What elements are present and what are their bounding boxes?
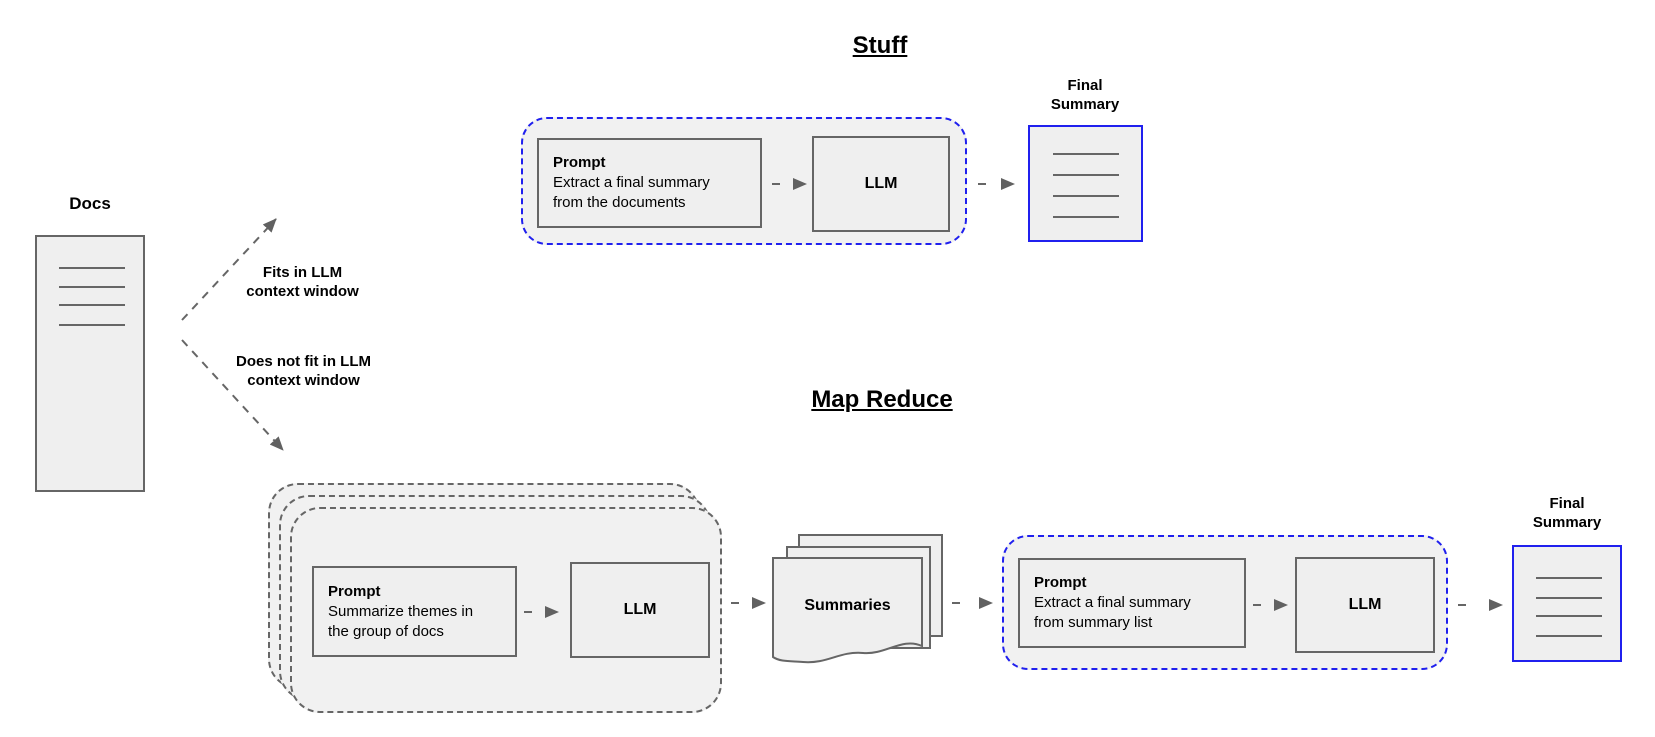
stuff-final-summary-label: Final Summary [1050,77,1120,113]
prompt-title: Prompt [328,582,381,600]
doc-text-line [1053,174,1119,176]
stuff-final-summary-document [1028,125,1143,242]
doc-text-line [1053,216,1119,218]
doc-text-line [59,286,125,288]
stuff-prompt-node: Prompt Extract a final summary from the … [537,138,762,228]
fits-branch-label: Fits in LLM context window [246,264,359,300]
docs-label: Docs [69,194,111,213]
prompt-title: Prompt [553,154,606,171]
prompt-body-line: from summary list [1034,614,1153,631]
doc-text-line [1536,635,1602,637]
reduce-final-summary-label: Final Summary [1532,495,1602,531]
overflow-branch-label: Does not fit in LLM context window [236,353,371,389]
stuff-llm-node: LLM [812,136,950,232]
reduce-prompt-node: Prompt Extract a final summary from summ… [1018,558,1246,648]
summaries-label: Summaries [804,596,891,614]
docs-document [35,235,145,492]
prompt-body-line: Summarize themes in [328,602,474,620]
doc-text-line [1053,195,1119,197]
doc-text-line [59,324,125,326]
doc-text-line [1536,615,1602,617]
doc-text-line [1536,577,1602,579]
map-prompt-node: Prompt Summarize themes in the group of … [312,566,517,657]
summaries-document-shape [772,557,923,664]
doc-text-line [59,304,125,306]
summaries-document-outline [772,557,923,664]
prompt-title: Prompt [1034,574,1087,591]
map-llm-node: LLM [570,562,710,658]
prompt-body-line: the group of docs [328,622,444,640]
prompt-body-line: Extract a final summary [1034,594,1191,611]
prompt-body-line: from the documents [553,194,686,211]
prompt-body-line: Extract a final summary [553,174,710,191]
doc-text-line [1536,597,1602,599]
map-reduce-title: Map Reduce [811,386,953,413]
reduce-llm-node: LLM [1295,557,1435,653]
doc-text-line [1053,153,1119,155]
doc-text-line [59,267,125,269]
stuff-title: Stuff [852,32,908,59]
reduce-final-summary-document [1512,545,1622,662]
